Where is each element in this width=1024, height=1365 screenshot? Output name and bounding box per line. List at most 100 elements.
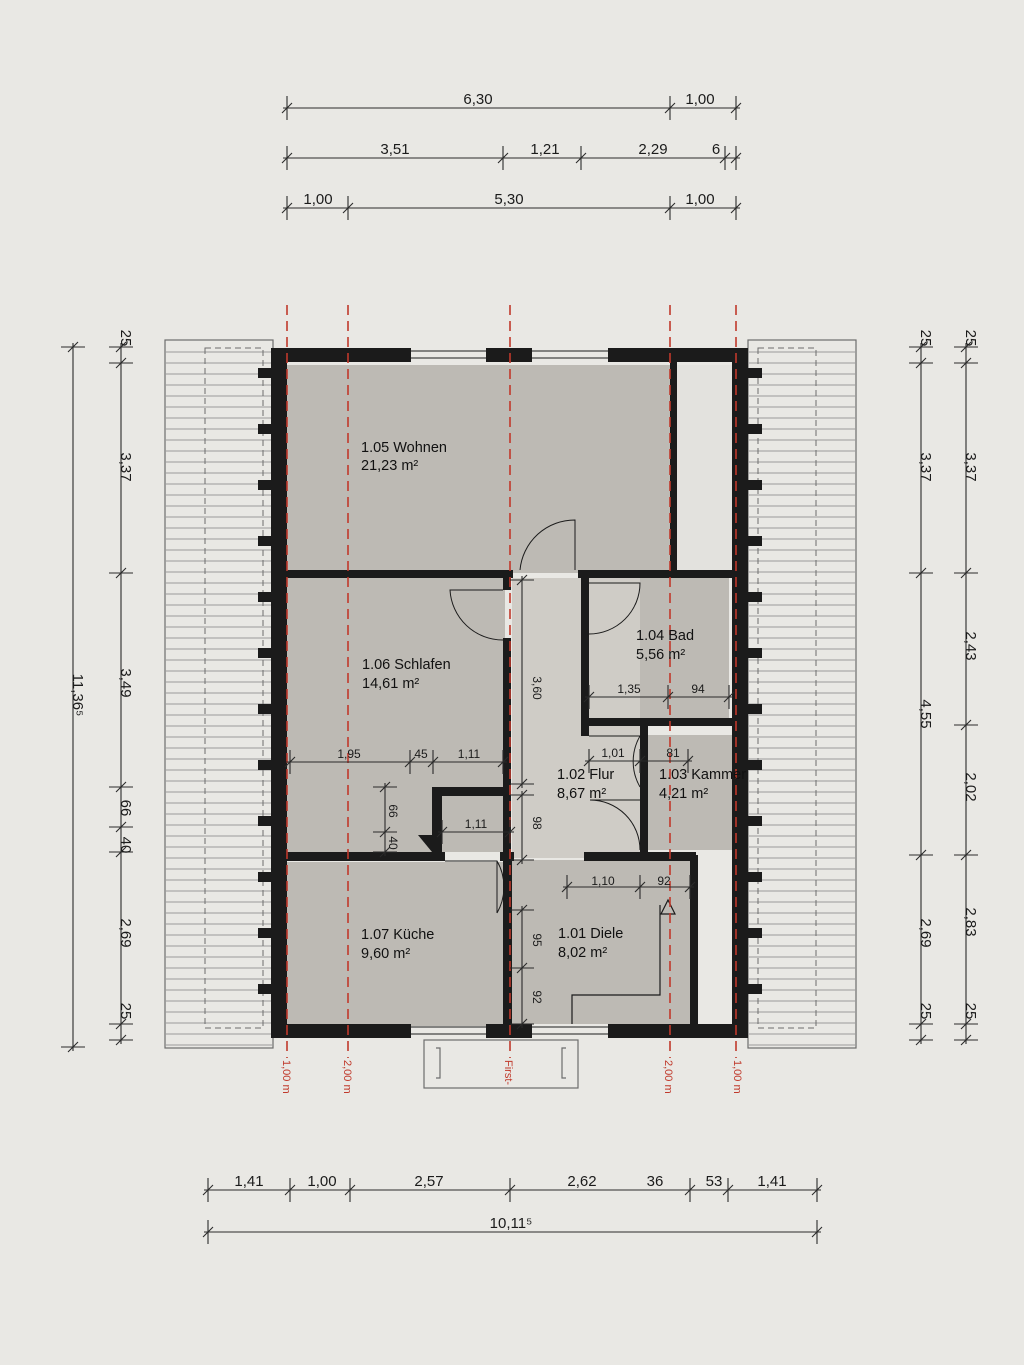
dim-tick xyxy=(915,567,927,579)
rafter-tick xyxy=(748,984,762,994)
dim-tick xyxy=(115,341,127,353)
dim-tick xyxy=(115,1018,127,1030)
rafter-tick xyxy=(258,536,272,546)
dim-tick xyxy=(404,756,416,768)
room-bad-area: 5,56 m² xyxy=(636,647,685,663)
rafter-tick xyxy=(258,872,272,882)
dim-tick xyxy=(960,1034,972,1046)
dim-int-92b: 92 xyxy=(530,990,544,1004)
rafter-tick xyxy=(748,424,762,434)
room-diele-name: 1.01 Diele xyxy=(558,926,623,942)
height-labels: 1,00 m 2,00 m First- 2,00 m 1,00 m xyxy=(280,1060,743,1094)
room-schlafen-name: 1.06 Schlafen xyxy=(362,657,451,673)
left-dimensions: 11,36⁵ 25 3,37 3,49 66 40 2,69 25 xyxy=(69,330,134,1020)
rafter-tick xyxy=(258,704,272,714)
dim-right-inner-2-69: 2,69 xyxy=(917,918,934,947)
dim-left-25a: 25 xyxy=(117,330,134,347)
height-label-1-00-left: 1,00 m xyxy=(280,1060,292,1094)
dim-int-1-11b: 1,11 xyxy=(465,817,488,831)
dim-tick xyxy=(719,152,731,164)
room-diele-area: 8,02 m² xyxy=(558,945,607,961)
dim-tick xyxy=(583,691,595,703)
dim-tick xyxy=(915,1034,927,1046)
dim-tick xyxy=(516,1018,528,1030)
dim-int-40: 40 xyxy=(386,836,400,850)
height-label-2-00-left: 2,00 m xyxy=(341,1060,353,1094)
rafter-tick xyxy=(748,928,762,938)
dim-tick xyxy=(664,202,676,214)
dim-int-66: 66 xyxy=(386,804,400,818)
rafter-tick xyxy=(258,368,272,378)
dim-top-1-00a: 1,00 xyxy=(303,191,332,208)
rafter-tick xyxy=(258,928,272,938)
dim-int-1-35: 1,35 xyxy=(617,682,641,696)
rafter-tick xyxy=(748,368,762,378)
dim-right-outer-25b: 25 xyxy=(962,1003,979,1020)
bottom-dimensions: 1,41 1,00 2,57 2,62 36 53 1,41 10,11⁵ xyxy=(234,1173,786,1232)
dim-tick xyxy=(960,567,972,579)
dim-tick xyxy=(427,756,439,768)
rafter-tick xyxy=(748,592,762,602)
dim-int-3-60: 3,60 xyxy=(530,676,544,700)
right-dimensions: 25 3,37 4,55 2,69 25 25 3,37 2,43 2,02 2… xyxy=(917,330,979,1020)
dim-tick xyxy=(497,152,509,164)
dim-int-1-10: 1,10 xyxy=(591,874,615,888)
dim-tick xyxy=(67,1041,79,1053)
rafter-tick xyxy=(258,480,272,490)
room-wohnen-name: 1.05 Wohnen xyxy=(361,440,447,456)
dim-tick xyxy=(811,1226,823,1238)
doors xyxy=(445,519,641,914)
dim-tick xyxy=(516,789,528,801)
dim-tick xyxy=(722,1184,734,1196)
dim-bottom-36: 36 xyxy=(647,1173,664,1190)
dim-top-5-30: 5,30 xyxy=(494,191,523,208)
dim-tick xyxy=(281,202,293,214)
dim-tick xyxy=(67,341,79,353)
dim-right-inner-25a: 25 xyxy=(917,330,934,347)
dim-right-inner-3-37: 3,37 xyxy=(917,452,934,481)
rafter-tick xyxy=(748,704,762,714)
height-label-first: First- xyxy=(502,1060,514,1085)
height-label-2-00-right: 2,00 m xyxy=(662,1060,674,1094)
dim-tick xyxy=(516,962,528,974)
dim-tick xyxy=(960,1018,972,1030)
dim-int-1-01: 1,01 xyxy=(601,746,625,760)
room-schlafen-area: 14,61 m² xyxy=(362,676,419,692)
dim-left-3-37: 3,37 xyxy=(117,452,134,481)
dim-bottom-1-41a: 1,41 xyxy=(234,1173,263,1190)
dim-right-outer-2-02: 2,02 xyxy=(962,772,979,801)
dim-tick xyxy=(115,781,127,793)
dim-tick xyxy=(115,821,127,833)
dim-tick xyxy=(281,102,293,114)
dim-tick xyxy=(730,102,742,114)
dim-int-45: 45 xyxy=(414,747,428,761)
dim-tick xyxy=(115,846,127,858)
dim-tick xyxy=(915,341,927,353)
room-bad-name: 1.04 Bad xyxy=(636,628,694,644)
dim-tick xyxy=(960,719,972,731)
dim-tick xyxy=(115,357,127,369)
dim-tick xyxy=(960,357,972,369)
dim-tick xyxy=(664,102,676,114)
dim-tick xyxy=(344,1184,356,1196)
room-kammer-area: 4,21 m² xyxy=(659,786,708,802)
top-dimensions: 6,30 1,00 3,51 1,21 2,29 6 1,00 5,30 1,0… xyxy=(303,91,720,208)
dim-top-1-00: 1,00 xyxy=(685,91,714,108)
interior-dimensions: 1,95 45 1,11 3,60 1,35 94 1,01 81 66 40 … xyxy=(337,676,705,1004)
rafter-tick xyxy=(748,760,762,770)
dim-tick xyxy=(284,1184,296,1196)
dim-tick xyxy=(684,881,696,893)
dim-int-95: 95 xyxy=(530,933,544,947)
dim-right-inner-4-55: 4,55 xyxy=(917,699,934,728)
roof-left xyxy=(164,339,274,1049)
dim-tick xyxy=(915,849,927,861)
dim-tick xyxy=(504,1184,516,1196)
dim-left-40: 40 xyxy=(117,837,134,854)
dim-tick xyxy=(497,756,509,768)
rafter-tick xyxy=(748,536,762,546)
dim-tick xyxy=(379,846,391,858)
dim-int-92a: 92 xyxy=(657,874,671,888)
dim-right-outer-25a: 25 xyxy=(962,330,979,347)
dim-right-outer-2-83: 2,83 xyxy=(962,907,979,936)
